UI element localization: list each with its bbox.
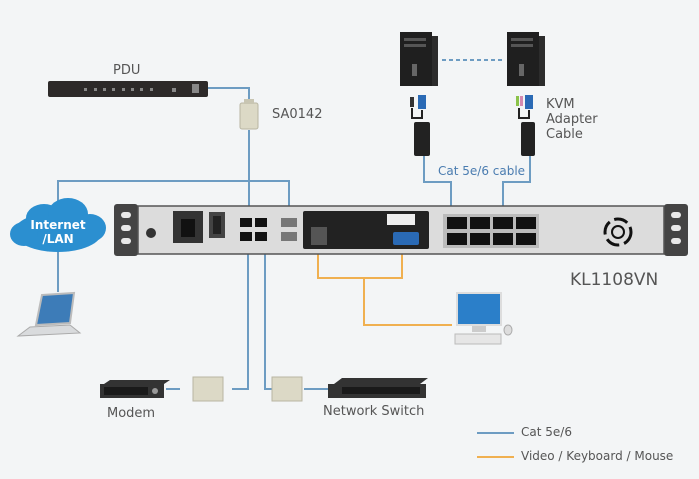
switch-label: Network Switch: [323, 404, 425, 419]
cat-lines: [57, 59, 531, 390]
cloud-label-line2: /LAN: [42, 232, 74, 246]
sa0142-label: SA0142: [272, 107, 323, 122]
switch-line: [264, 240, 272, 390]
switch-adapter-icon: [271, 376, 303, 402]
modem-line: [232, 240, 249, 390]
pdu-label: PDU: [113, 63, 141, 78]
cat-cable-label: Cat 5e/6 cable: [438, 164, 526, 178]
vkm-to-console: [363, 278, 452, 326]
kvm-adapter-label-line2: Adapter: [546, 112, 598, 127]
vkm-lines: [317, 250, 452, 326]
lan-line: [57, 180, 290, 220]
computer-2-icon: [507, 32, 545, 86]
modem-icon: [100, 380, 170, 398]
vkm-bracket: [317, 250, 403, 279]
internet-cloud-icon: [10, 198, 106, 252]
console-monitor-icon: [454, 292, 513, 345]
kvm-switch-device: [114, 204, 688, 256]
modem-adapter-icon: [192, 376, 224, 402]
modem-label: Modem: [107, 406, 156, 421]
pdu-device: [48, 81, 208, 97]
network-switch-icon: [328, 378, 428, 398]
legend-vkm-label: Video / Keyboard / Mouse: [521, 449, 674, 463]
kvm-adapter-label-line3: Cable: [546, 127, 583, 142]
kvm-adapter-2-icon: [516, 95, 535, 156]
pdu-line: [208, 87, 250, 105]
adapter2-line: [502, 155, 531, 218]
laptop-icon: [16, 291, 82, 337]
legend-cat-label: Cat 5e/6: [521, 425, 572, 439]
kvm-adapter-label-line1: KVM: [546, 97, 575, 112]
cloud-label-line1: Internet: [30, 218, 86, 232]
model-label: KL1108VN: [570, 270, 659, 290]
computer-1-icon: [400, 32, 438, 86]
kvm-adapter-label: KVM Adapter Cable: [546, 97, 598, 142]
kvm-adapter-1-icon: [410, 95, 430, 156]
cloud-label: Internet /LAN: [30, 218, 86, 246]
sa0142-adapter-icon: [239, 99, 259, 130]
adapter1-line: [423, 155, 452, 218]
